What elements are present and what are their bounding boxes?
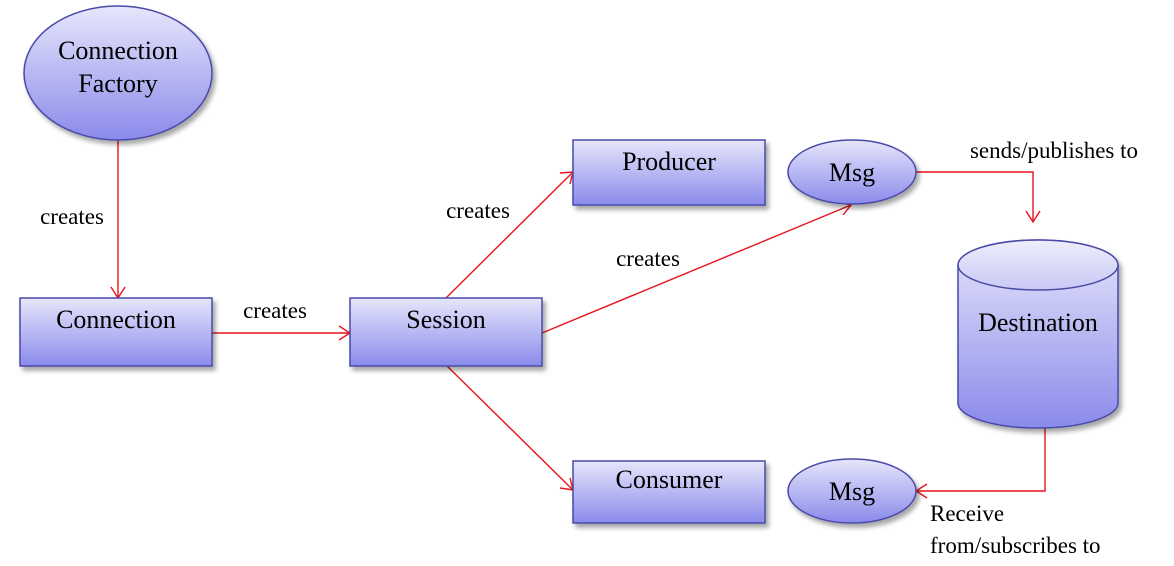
- node-msg-send: Msg: [787, 139, 917, 205]
- edge-session-to-msg: [541, 201, 853, 334]
- label-connection-creates: creates: [243, 298, 307, 323]
- edge-connection-to-session: [212, 325, 352, 341]
- node-connection-factory: Connection Factory: [23, 5, 213, 141]
- node-producer-label: Producer: [622, 147, 716, 176]
- node-session: Session: [349, 297, 543, 367]
- node-connection-factory-label-1: Connection: [58, 36, 178, 65]
- node-destination-label: Destination: [978, 308, 1098, 337]
- node-producer: Producer: [572, 139, 766, 206]
- node-msg-receive-label: Msg: [829, 477, 875, 506]
- label-from-subscribes: from/subscribes to: [930, 533, 1101, 558]
- node-session-label: Session: [406, 305, 485, 334]
- node-connection-factory-label-2: Factory: [78, 69, 157, 98]
- label-sends-publishes: sends/publishes to: [970, 138, 1138, 163]
- edge-session-to-consumer: [445, 364, 574, 491]
- node-consumer: Consumer: [572, 460, 766, 524]
- edge-destination-to-msg: [914, 428, 1046, 499]
- label-session-producer-creates: creates: [446, 198, 510, 223]
- node-connection: Connection: [19, 297, 213, 367]
- node-destination: Destination: [957, 239, 1119, 429]
- node-msg-receive: Msg: [787, 458, 917, 524]
- node-msg-send-label: Msg: [829, 158, 875, 187]
- edge-factory-to-connection: [110, 140, 126, 300]
- label-factory-creates: creates: [40, 204, 104, 229]
- label-receive: Receive: [930, 501, 1004, 526]
- label-session-msg-creates: creates: [616, 246, 680, 271]
- node-connection-label: Connection: [56, 305, 176, 334]
- edge-msg-to-destination: [916, 171, 1041, 224]
- edge-session-to-producer: [445, 171, 574, 299]
- node-consumer-label: Consumer: [616, 465, 723, 494]
